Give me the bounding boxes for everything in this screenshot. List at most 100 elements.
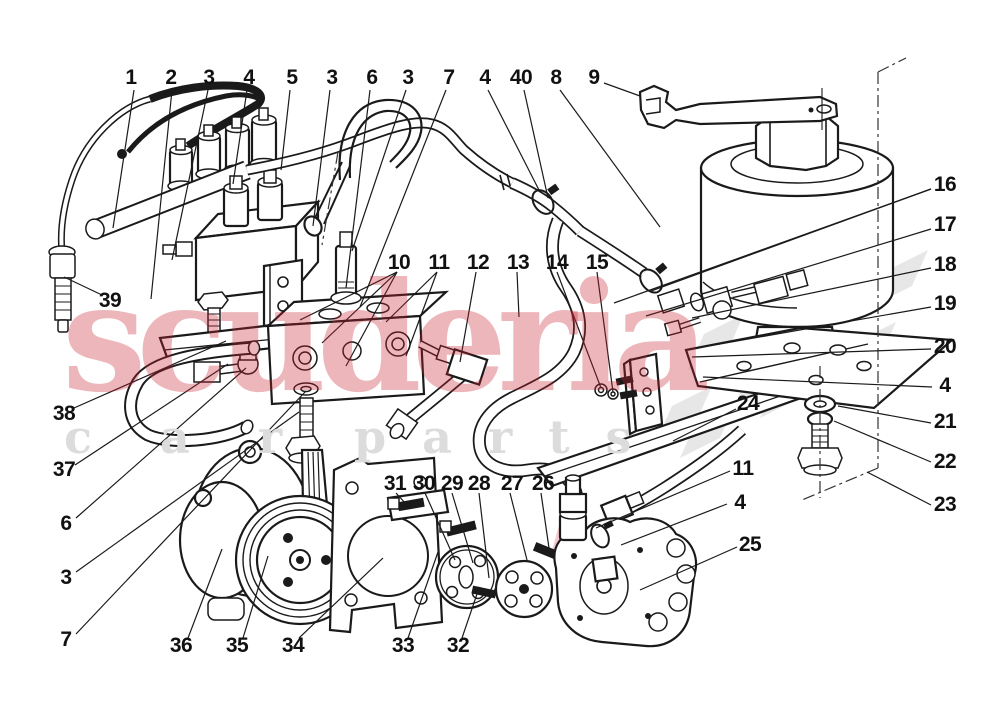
leader-line-37 xyxy=(74,363,229,466)
leader-line-14 xyxy=(556,271,602,389)
leader-line-2 xyxy=(150,89,173,300)
callout-4: 4 xyxy=(734,491,746,514)
support-arm-24-and-bracket-19 xyxy=(536,326,955,488)
leader-line-7 xyxy=(359,89,447,308)
callout-37: 37 xyxy=(52,458,76,481)
callout-11: 11 xyxy=(732,457,754,480)
callout-16: 16 xyxy=(933,173,957,196)
leader-line-10 xyxy=(299,271,398,321)
leader-line-15 xyxy=(596,271,614,393)
callout-21: 21 xyxy=(933,410,957,433)
callout-6: 6 xyxy=(366,66,378,89)
bracket-9 xyxy=(638,84,839,130)
leader-line-22 xyxy=(833,420,932,463)
callout-4: 4 xyxy=(243,66,255,89)
leader-line-34 xyxy=(298,557,384,639)
callout-40: 40 xyxy=(509,66,533,89)
coupling-flange-29-30 xyxy=(434,544,500,610)
callout-19: 19 xyxy=(933,292,957,315)
callout-27: 27 xyxy=(500,472,524,495)
callout-13: 13 xyxy=(506,251,530,274)
callout-11: 11 xyxy=(428,251,450,274)
callout-7: 7 xyxy=(60,628,72,651)
leader-line-3 xyxy=(75,411,300,573)
leader-line-36 xyxy=(187,548,223,639)
callout-1: 1 xyxy=(125,66,137,89)
callout-28: 28 xyxy=(467,472,491,495)
callout-35: 35 xyxy=(225,634,249,657)
leader-line-23 xyxy=(866,471,932,506)
callout-36: 36 xyxy=(169,634,193,657)
leader-line-12 xyxy=(459,271,477,363)
callout-15: 15 xyxy=(585,251,609,274)
leader-line-26 xyxy=(540,492,550,549)
union-fitting-chain xyxy=(656,269,809,337)
callout-4: 4 xyxy=(479,66,491,89)
callout-34: 34 xyxy=(281,634,305,657)
callout-3: 3 xyxy=(203,66,215,89)
callout-22: 22 xyxy=(933,450,957,473)
leader-line-38 xyxy=(73,340,227,409)
leader-line-13 xyxy=(516,271,520,318)
leader-line-28 xyxy=(478,492,490,579)
callout-9: 9 xyxy=(588,66,600,89)
callout-2: 2 xyxy=(165,66,177,89)
leader-line-3 xyxy=(351,89,407,252)
leader-line-18 xyxy=(691,267,932,319)
coupling-pin-26 xyxy=(532,542,557,559)
leader-line-17 xyxy=(645,228,932,317)
hose-12 xyxy=(385,347,489,441)
callout-30: 30 xyxy=(412,472,436,495)
leader-lines xyxy=(63,82,933,639)
leader-line-24 xyxy=(672,408,737,442)
leader-line-4 xyxy=(620,503,728,546)
leader-line-31 xyxy=(395,492,407,505)
leader-line-11 xyxy=(595,470,731,529)
callout-14: 14 xyxy=(545,251,569,274)
callout-20: 20 xyxy=(933,335,957,358)
callout-10: 10 xyxy=(387,251,411,274)
hose-to-tank-with-clamps xyxy=(509,177,668,294)
callout-17: 17 xyxy=(933,213,957,236)
callout-18: 18 xyxy=(933,253,957,276)
leader-line-5 xyxy=(280,89,291,171)
leader-line-3 xyxy=(171,89,209,261)
leader-line-11 xyxy=(405,271,438,357)
callout-4: 4 xyxy=(939,374,951,397)
callout-25: 25 xyxy=(738,533,762,556)
valve-block-upper xyxy=(162,169,321,328)
leader-line-8 xyxy=(559,89,661,228)
leader-line-11 xyxy=(385,271,438,323)
callout-23: 23 xyxy=(933,493,957,516)
callout-3: 3 xyxy=(402,66,414,89)
callout-6: 6 xyxy=(60,512,72,535)
callout-24: 24 xyxy=(736,392,760,415)
leader-line-4 xyxy=(232,89,248,185)
leader-line-33 xyxy=(407,551,439,639)
pipe-5-with-bracket xyxy=(245,98,515,237)
callout-7: 7 xyxy=(443,66,455,89)
callout-38: 38 xyxy=(52,402,76,425)
leader-line-21 xyxy=(837,405,932,424)
leader-line-6 xyxy=(345,89,371,289)
leader-line-40 xyxy=(523,89,549,199)
leader-line-20 xyxy=(691,348,932,358)
leader-line-10 xyxy=(345,271,398,367)
callout-26: 26 xyxy=(531,472,555,495)
leader-line-4 xyxy=(487,89,541,193)
pipe-1 xyxy=(85,160,251,240)
leader-line-19 xyxy=(713,306,932,346)
callout-3: 3 xyxy=(60,566,72,589)
leader-line-1 xyxy=(112,89,135,229)
leader-line-39 xyxy=(63,276,103,296)
leader-line-10 xyxy=(321,271,398,344)
sensor-cable-39 xyxy=(48,95,151,333)
leader-line-30 xyxy=(424,492,456,561)
leader-line-35 xyxy=(242,555,269,639)
leader-line-29 xyxy=(451,492,474,564)
callout-5: 5 xyxy=(286,66,298,89)
leader-line-16 xyxy=(650,188,932,292)
callout-32: 32 xyxy=(446,634,470,657)
